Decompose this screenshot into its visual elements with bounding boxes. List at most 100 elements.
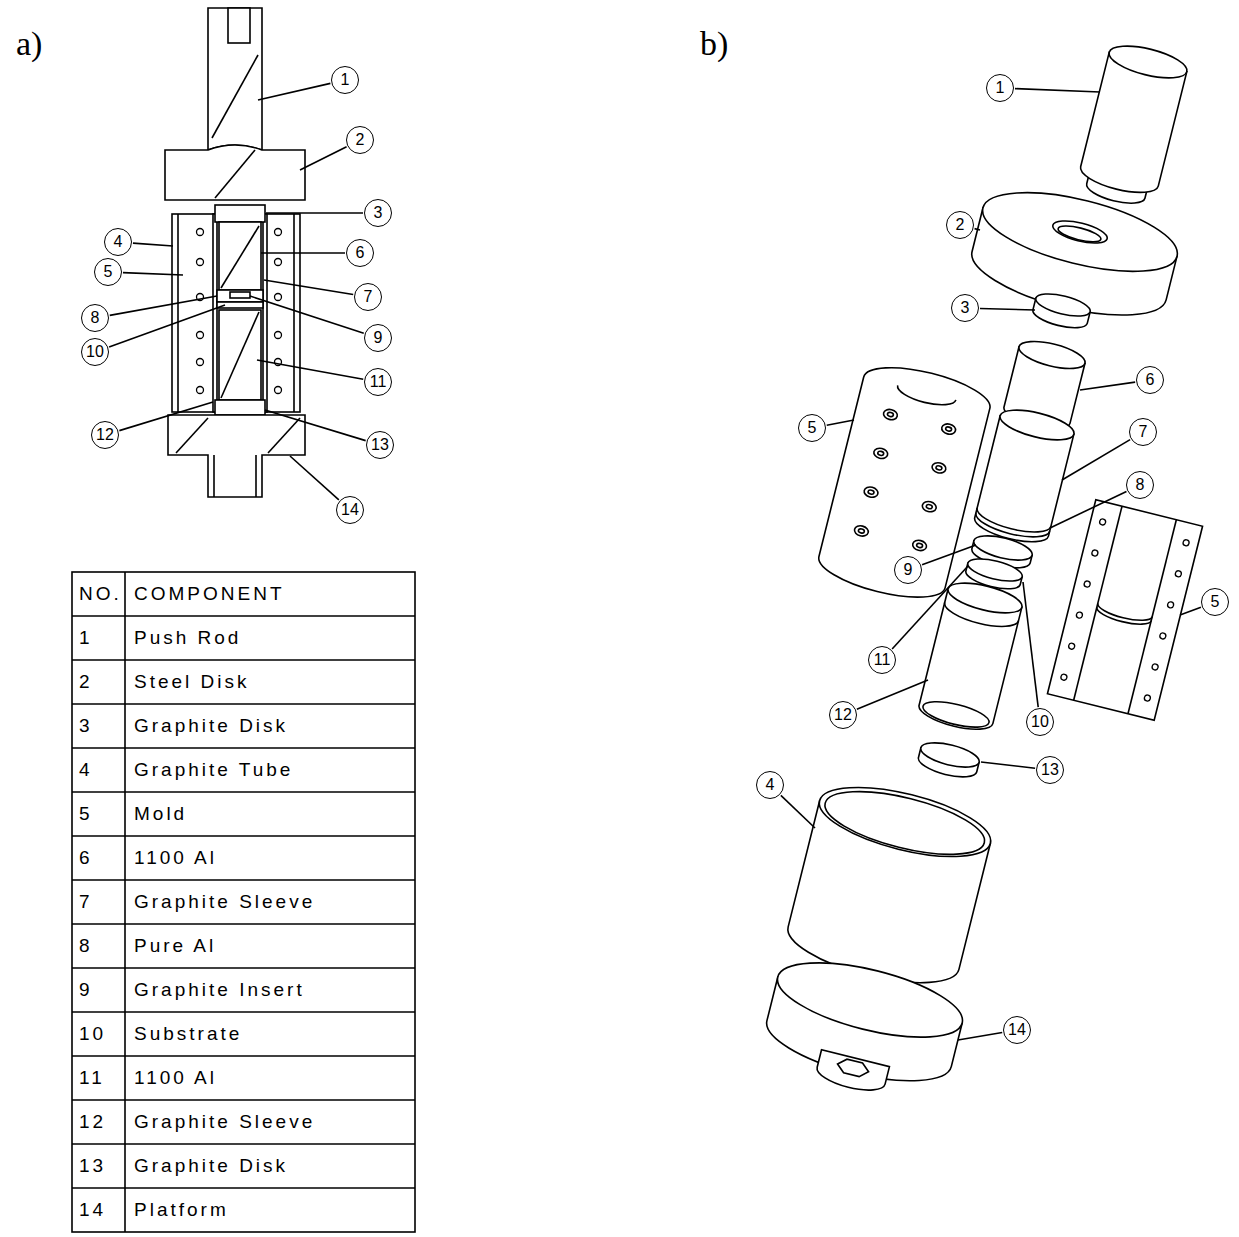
callout-circle: 8 [81, 304, 109, 332]
table-component: Graphite Sleeve [134, 1100, 315, 1144]
tube-and-mold-part [197, 332, 204, 339]
aluminium-top [219, 222, 261, 290]
table-number: 7 [79, 880, 93, 924]
leader-line [857, 680, 928, 709]
table-component: Graphite Disk [134, 704, 288, 748]
graphite-tube-3d-part [819, 779, 990, 867]
mold-half-left [814, 358, 995, 608]
graphite-disk-top [215, 205, 265, 222]
table-grid-part [72, 1099, 415, 1101]
callout-number: 1 [996, 80, 1005, 96]
callout-number: 11 [370, 374, 387, 390]
mold-half-left-part [868, 489, 875, 494]
leader-lines [109, 83, 1201, 1040]
graphite-sleeve-lower-3d-part [945, 577, 1025, 619]
leader-line [265, 410, 366, 441]
callout-circle: 12 [91, 421, 119, 449]
table-grid-part [72, 967, 415, 969]
mold-half-right-part [1076, 611, 1083, 618]
graphite-disk-3d [1031, 289, 1093, 332]
table-number: 2 [79, 660, 93, 704]
callout-circle: 3 [364, 199, 392, 227]
callout-circle: 4 [104, 228, 132, 256]
graphite-disk-3d-part [1034, 289, 1093, 320]
callout-number: 13 [1041, 762, 1059, 778]
callout-circle: 5 [798, 414, 826, 442]
callout-circle: 3 [951, 294, 979, 322]
table-number: 9 [79, 968, 93, 1012]
leader-line [123, 273, 183, 275]
callout-circle: 4 [756, 771, 784, 799]
leader-line [981, 762, 1035, 768]
table-grid-part [72, 879, 415, 881]
table-grid-part [72, 747, 415, 749]
callout-number: 5 [104, 264, 113, 280]
substrate-3d-part [966, 554, 1025, 585]
graphite-disk-bottom-part [215, 400, 265, 415]
graphite-sleeve-lower-3d-part [942, 602, 1019, 632]
leader-line [922, 545, 976, 565]
push-rod-part [212, 55, 258, 138]
leader-line [1050, 491, 1126, 528]
platform-part [168, 415, 305, 497]
mold-half-left-part [882, 408, 898, 421]
push-rod [208, 8, 262, 150]
table-component: Mold [134, 792, 187, 836]
table-grid-part [72, 1187, 415, 1189]
callout-circle: 2 [346, 126, 374, 154]
callout-circle: 7 [354, 283, 382, 311]
table-component: Graphite Sleeve [134, 880, 315, 924]
callout-circle: 13 [1036, 756, 1064, 784]
leader-line [250, 296, 364, 333]
mold-half-right-part [1167, 601, 1174, 608]
leader-line [133, 243, 173, 246]
table-component: Graphite Insert [134, 968, 305, 1012]
panel-letter: a) [16, 24, 42, 64]
mold-half-left-part [877, 451, 884, 456]
tube-and-mold-part [275, 294, 282, 301]
aluminium-top-part [221, 226, 259, 288]
table-number: 5 [79, 792, 93, 836]
mold-half-right-part [1144, 694, 1151, 701]
table-component: Platform [134, 1188, 229, 1232]
mold-half-right-part [1151, 663, 1158, 670]
table-component: Graphite Disk [134, 1144, 288, 1188]
table-number: 1 [79, 616, 93, 660]
callout-number: 2 [956, 217, 965, 233]
tube-and-mold-part [275, 229, 282, 236]
platform-3d-part [836, 1057, 870, 1078]
aluminium-top-part [219, 222, 261, 290]
aluminium-bottom-part [221, 312, 259, 398]
mold-half-right-part [1068, 643, 1075, 650]
table-number: 12 [79, 1100, 106, 1144]
leader-line [261, 252, 345, 254]
mold-half-left-part [863, 486, 879, 499]
platform [168, 415, 305, 497]
table-grid-part [72, 659, 415, 661]
callout-circle: 9 [894, 556, 922, 584]
tube-and-mold-part [177, 214, 179, 412]
table-grid-part [72, 923, 415, 925]
push-rod-part [208, 8, 262, 150]
callout-number: 6 [356, 245, 365, 261]
table-component: Steel Disk [134, 660, 250, 704]
mold-half-right-part [1060, 674, 1067, 681]
leader-line [109, 305, 225, 347]
table-component: 1100 Al [134, 1056, 217, 1100]
aluminium-bottom [219, 310, 261, 400]
callout-circle: 1 [331, 66, 359, 94]
platform-part [268, 418, 300, 453]
table-component: Graphite Tube [134, 748, 293, 792]
leader-line [781, 795, 815, 828]
platform-3d-part [771, 948, 970, 1052]
callout-circle: 1 [986, 74, 1014, 102]
tube-and-mold-part [197, 259, 204, 266]
table-grid-part [72, 835, 415, 837]
table-number: 4 [79, 748, 93, 792]
callout-circle: 14 [1003, 1016, 1031, 1044]
callout-number: 9 [904, 562, 913, 578]
platform-part [255, 455, 257, 497]
callout-circle: 13 [366, 431, 394, 459]
graphite-sleeve-3d-part [997, 404, 1077, 446]
callout-number: 4 [766, 777, 775, 793]
